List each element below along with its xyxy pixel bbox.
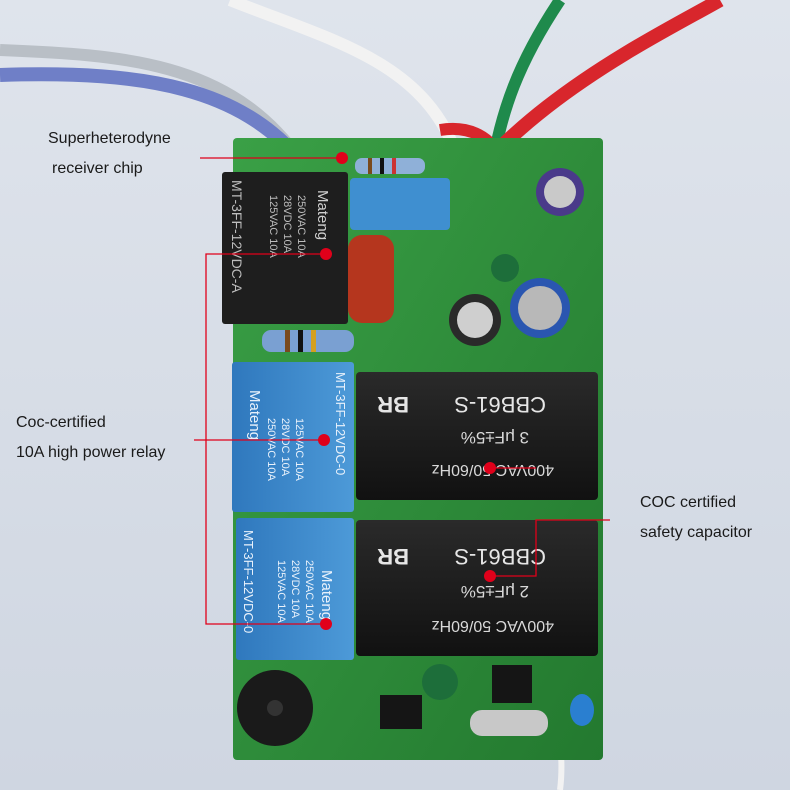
- marker-dot: [320, 248, 332, 260]
- callout-receiver-chip-line1: Superheterodyne: [48, 130, 171, 147]
- electrolytic-capacitor-small: [422, 664, 458, 700]
- leader-lines: [194, 157, 610, 625]
- callout-receiver-chip: Superheterodyne receiver chip: [48, 124, 171, 184]
- top-relay-rating-2: 28VDC 10A: [281, 195, 293, 254]
- callout-relay-line2: 10A high power relay: [16, 444, 166, 461]
- middle-relay-rating-2: 28VDC 10A: [279, 418, 291, 477]
- electrolytic-capacitors: [449, 168, 584, 346]
- capacitor-bottom-rating: 400VAC 50/60Hz: [432, 617, 554, 634]
- middle-relay-brand: Mateng: [246, 390, 263, 440]
- capacitor-top-model: CBB61-S: [454, 392, 546, 417]
- resistor-icon: [355, 158, 425, 174]
- marker-dot: [336, 152, 348, 164]
- callout-relay: Coc-certified 10A high power relay: [16, 408, 165, 468]
- middle-relay: Mateng 250VAC 10A 28VDC 10A 125VAC 10A M…: [232, 362, 354, 512]
- callout-capacitor-line1: COC certified: [640, 494, 737, 511]
- capacitor-top-capacitance: 3 μF±5%: [461, 428, 529, 447]
- marker-dot: [320, 618, 332, 630]
- crystal: [470, 710, 548, 736]
- middle-relay-rating-1: 250VAC 10A: [265, 418, 277, 481]
- buzzer: [237, 670, 313, 746]
- capacitor-bottom-model: CBB61-S: [454, 544, 546, 569]
- marker-dot: [484, 462, 496, 474]
- bottom-relay-rating-2: 28VDC 10A: [289, 560, 301, 619]
- top-relay-model: MT-3FF-12VDC-A: [229, 180, 245, 293]
- top-relay-brand: Mateng: [314, 190, 331, 240]
- marker-dots: [318, 152, 496, 630]
- ic-chip: [492, 665, 532, 703]
- top-relay-rating-3: 125VAC 10A: [267, 195, 279, 258]
- marker-dot: [484, 570, 496, 582]
- film-capacitor-small: [348, 235, 394, 323]
- marker-dot: [318, 434, 330, 446]
- capacitor-top: 400VAC 50/60Hz 3 μF±5% BR CBB61-S: [356, 372, 598, 500]
- ic-chip: [380, 695, 422, 729]
- bottom-relay: Mateng 250VAC 10A 28VDC 10A 125VAC 10A M…: [236, 518, 354, 660]
- callout-capacitor: COC certified safety capacitor: [640, 488, 752, 548]
- bottom-relay-brand: Mateng: [318, 570, 335, 620]
- middle-relay-rating-3: 125VAC 10A: [293, 418, 305, 481]
- resistor-icon: [262, 330, 354, 352]
- middle-relay-model: MT-3FF-12VDC-0: [333, 372, 348, 475]
- capacitor-bottom-brand: BR: [377, 544, 409, 569]
- capacitor-bottom-capacitance: 2 μF±5%: [461, 582, 529, 601]
- bottom-relay-model: MT-3FF-12VDC-0: [241, 530, 256, 633]
- bottom-relay-rating-1: 250VAC 10A: [303, 560, 315, 623]
- ceramic-capacitor: [570, 694, 594, 726]
- top-relay: Mateng 250VAC 10A 28VDC 10A 125VAC 10A M…: [222, 172, 348, 324]
- callout-relay-line1: Coc-certified: [16, 414, 106, 431]
- bottom-relay-rating-3: 125VAC 10A: [275, 560, 287, 623]
- callout-receiver-chip-line2: receiver chip: [52, 160, 143, 177]
- x-capacitor: [350, 178, 450, 230]
- top-relay-rating-1: 250VAC 10A: [295, 195, 307, 258]
- capacitor-bottom: 400VAC 50/60Hz 2 μF±5% BR CBB61-S: [356, 520, 598, 656]
- capacitor-top-brand: BR: [377, 392, 409, 417]
- callout-capacitor-line2: safety capacitor: [640, 524, 753, 541]
